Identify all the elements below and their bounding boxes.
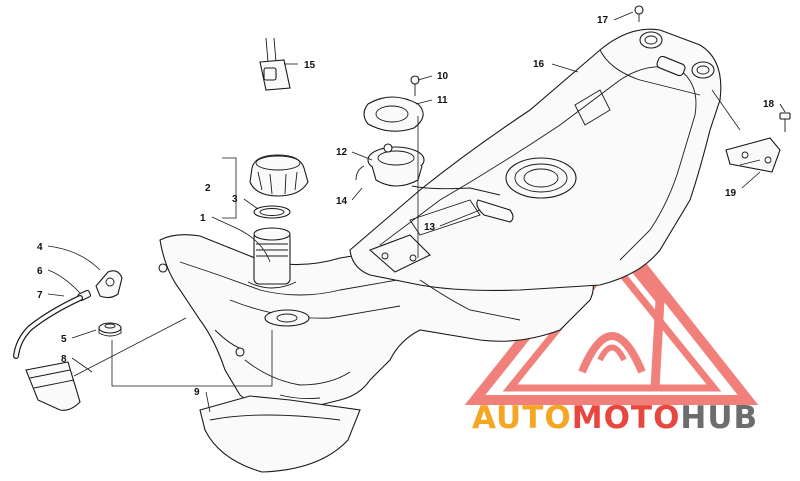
leader-lines: [47, 11, 786, 413]
callout-6: 6: [37, 266, 43, 277]
callout-16: 16: [533, 59, 545, 70]
callout-8: 8: [61, 354, 67, 365]
callout-labels: 1 2 3 4 5 6 7 8 9 10 11 12 13 14 15 16 1…: [37, 15, 775, 398]
callout-3: 3: [232, 194, 238, 205]
callout-4: 4: [37, 242, 43, 253]
watermark-hub: HUB: [680, 400, 758, 436]
callout-18: 18: [763, 99, 775, 110]
pump-retaining-ring: [363, 96, 424, 132]
pump-connector: [476, 199, 514, 223]
callout-9: 9: [194, 387, 200, 398]
callout-19: 19: [725, 188, 737, 199]
callout-7: 7: [37, 290, 43, 301]
callout-1: 1: [200, 213, 206, 224]
pump-bolt: [410, 75, 420, 96]
pad-large: [199, 395, 361, 473]
svg-text:AUTOMOTOHUB: AUTOMOTOHUB: [472, 400, 758, 436]
callout-5: 5: [61, 334, 67, 345]
watermark-text: AUTOMOTOHUB: [472, 400, 758, 436]
callout-17: 17: [597, 15, 609, 26]
callout-2: 2: [205, 183, 211, 194]
filler-neck: [247, 227, 297, 289]
fuel-sensor: [259, 37, 291, 91]
watermark-moto: MOTO: [572, 400, 681, 436]
callout-10: 10: [437, 71, 449, 82]
grommet: [98, 322, 122, 337]
bolt-17: [634, 5, 644, 22]
pad-small: [25, 361, 81, 411]
callout-15: 15: [304, 60, 316, 71]
vent-valve: [77, 270, 123, 302]
bolt-18: [779, 112, 791, 132]
callout-11: 11: [437, 95, 448, 106]
callout-12: 12: [336, 147, 348, 158]
callout-14: 14: [336, 196, 348, 207]
watermark-auto: AUTO: [472, 400, 572, 436]
fuel-cap: [249, 154, 309, 197]
mount-bracket: [725, 137, 781, 173]
vent-hose: [13, 295, 83, 359]
fuel-pump: [355, 143, 425, 187]
callout-13: 13: [424, 222, 436, 233]
cap-o-ring: [253, 205, 291, 219]
